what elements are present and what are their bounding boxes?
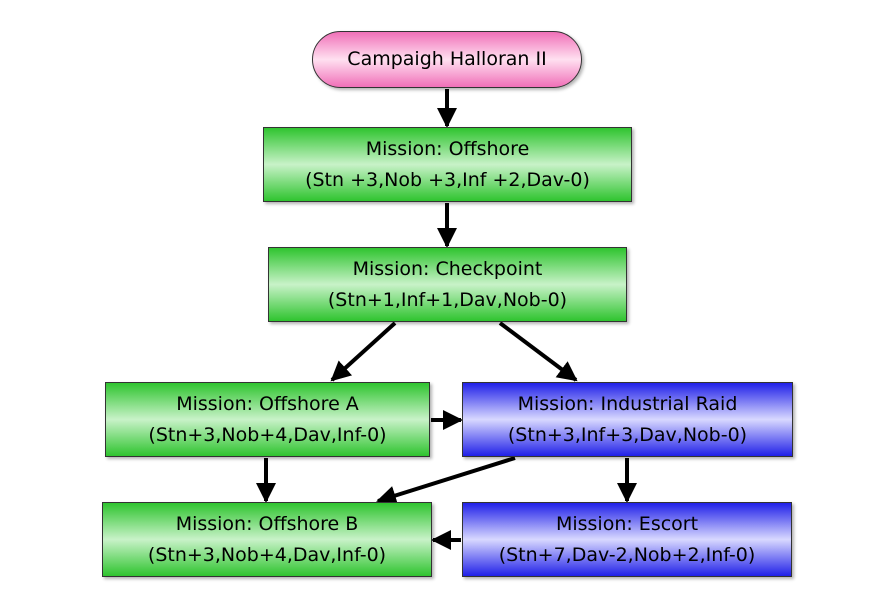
arrow-checkpoint-to-industrial-raid <box>498 321 578 382</box>
arrow-industrial-raid-to-offshore-b <box>376 456 516 506</box>
node-offshore: Mission: Offshore (Stn +3,Nob +3,Inf +2,… <box>263 127 632 202</box>
node-title: Mission: Offshore A <box>176 392 359 415</box>
node-stats: (Stn+3,Inf+3,Dav,Nob-0) <box>507 423 748 446</box>
node-stats: (Stn+3,Nob+4,Dav,Inf-0) <box>147 543 387 566</box>
node-stats: (Stn+1,Inf+1,Dav,Nob-0) <box>327 288 568 311</box>
node-offshore-a: Mission: Offshore A (Stn+3,Nob+4,Dav,Inf… <box>105 382 430 457</box>
start-label: Campaigh Halloran II <box>347 48 547 70</box>
node-stats: (Stn+3,Nob+4,Dav,Inf-0) <box>148 423 387 446</box>
node-title: Mission: Industrial Raid <box>517 392 738 415</box>
node-escort: Mission: Escort (Stn+7,Dav-2,Nob+2,Inf-0… <box>462 502 792 577</box>
node-stats: (Stn +3,Nob +3,Inf +2,Dav-0) <box>305 168 590 191</box>
node-offshore-b: Mission: Offshore B (Stn+3,Nob+4,Dav,Inf… <box>102 502 432 577</box>
arrow-checkpoint-to-offshore-a <box>330 321 397 382</box>
node-industrial-raid: Mission: Industrial Raid (Stn+3,Inf+3,Da… <box>462 382 793 457</box>
node-stats: (Stn+7,Dav-2,Nob+2,Inf-0) <box>498 543 756 566</box>
node-title: Mission: Checkpoint <box>352 257 543 280</box>
start-node: Campaigh Halloran II <box>312 31 582 88</box>
node-title: Mission: Escort <box>555 512 699 535</box>
node-title: Mission: Offshore <box>365 137 530 160</box>
node-checkpoint: Mission: Checkpoint (Stn+1,Inf+1,Dav,Nob… <box>268 247 627 322</box>
node-title: Mission: Offshore B <box>175 512 359 535</box>
